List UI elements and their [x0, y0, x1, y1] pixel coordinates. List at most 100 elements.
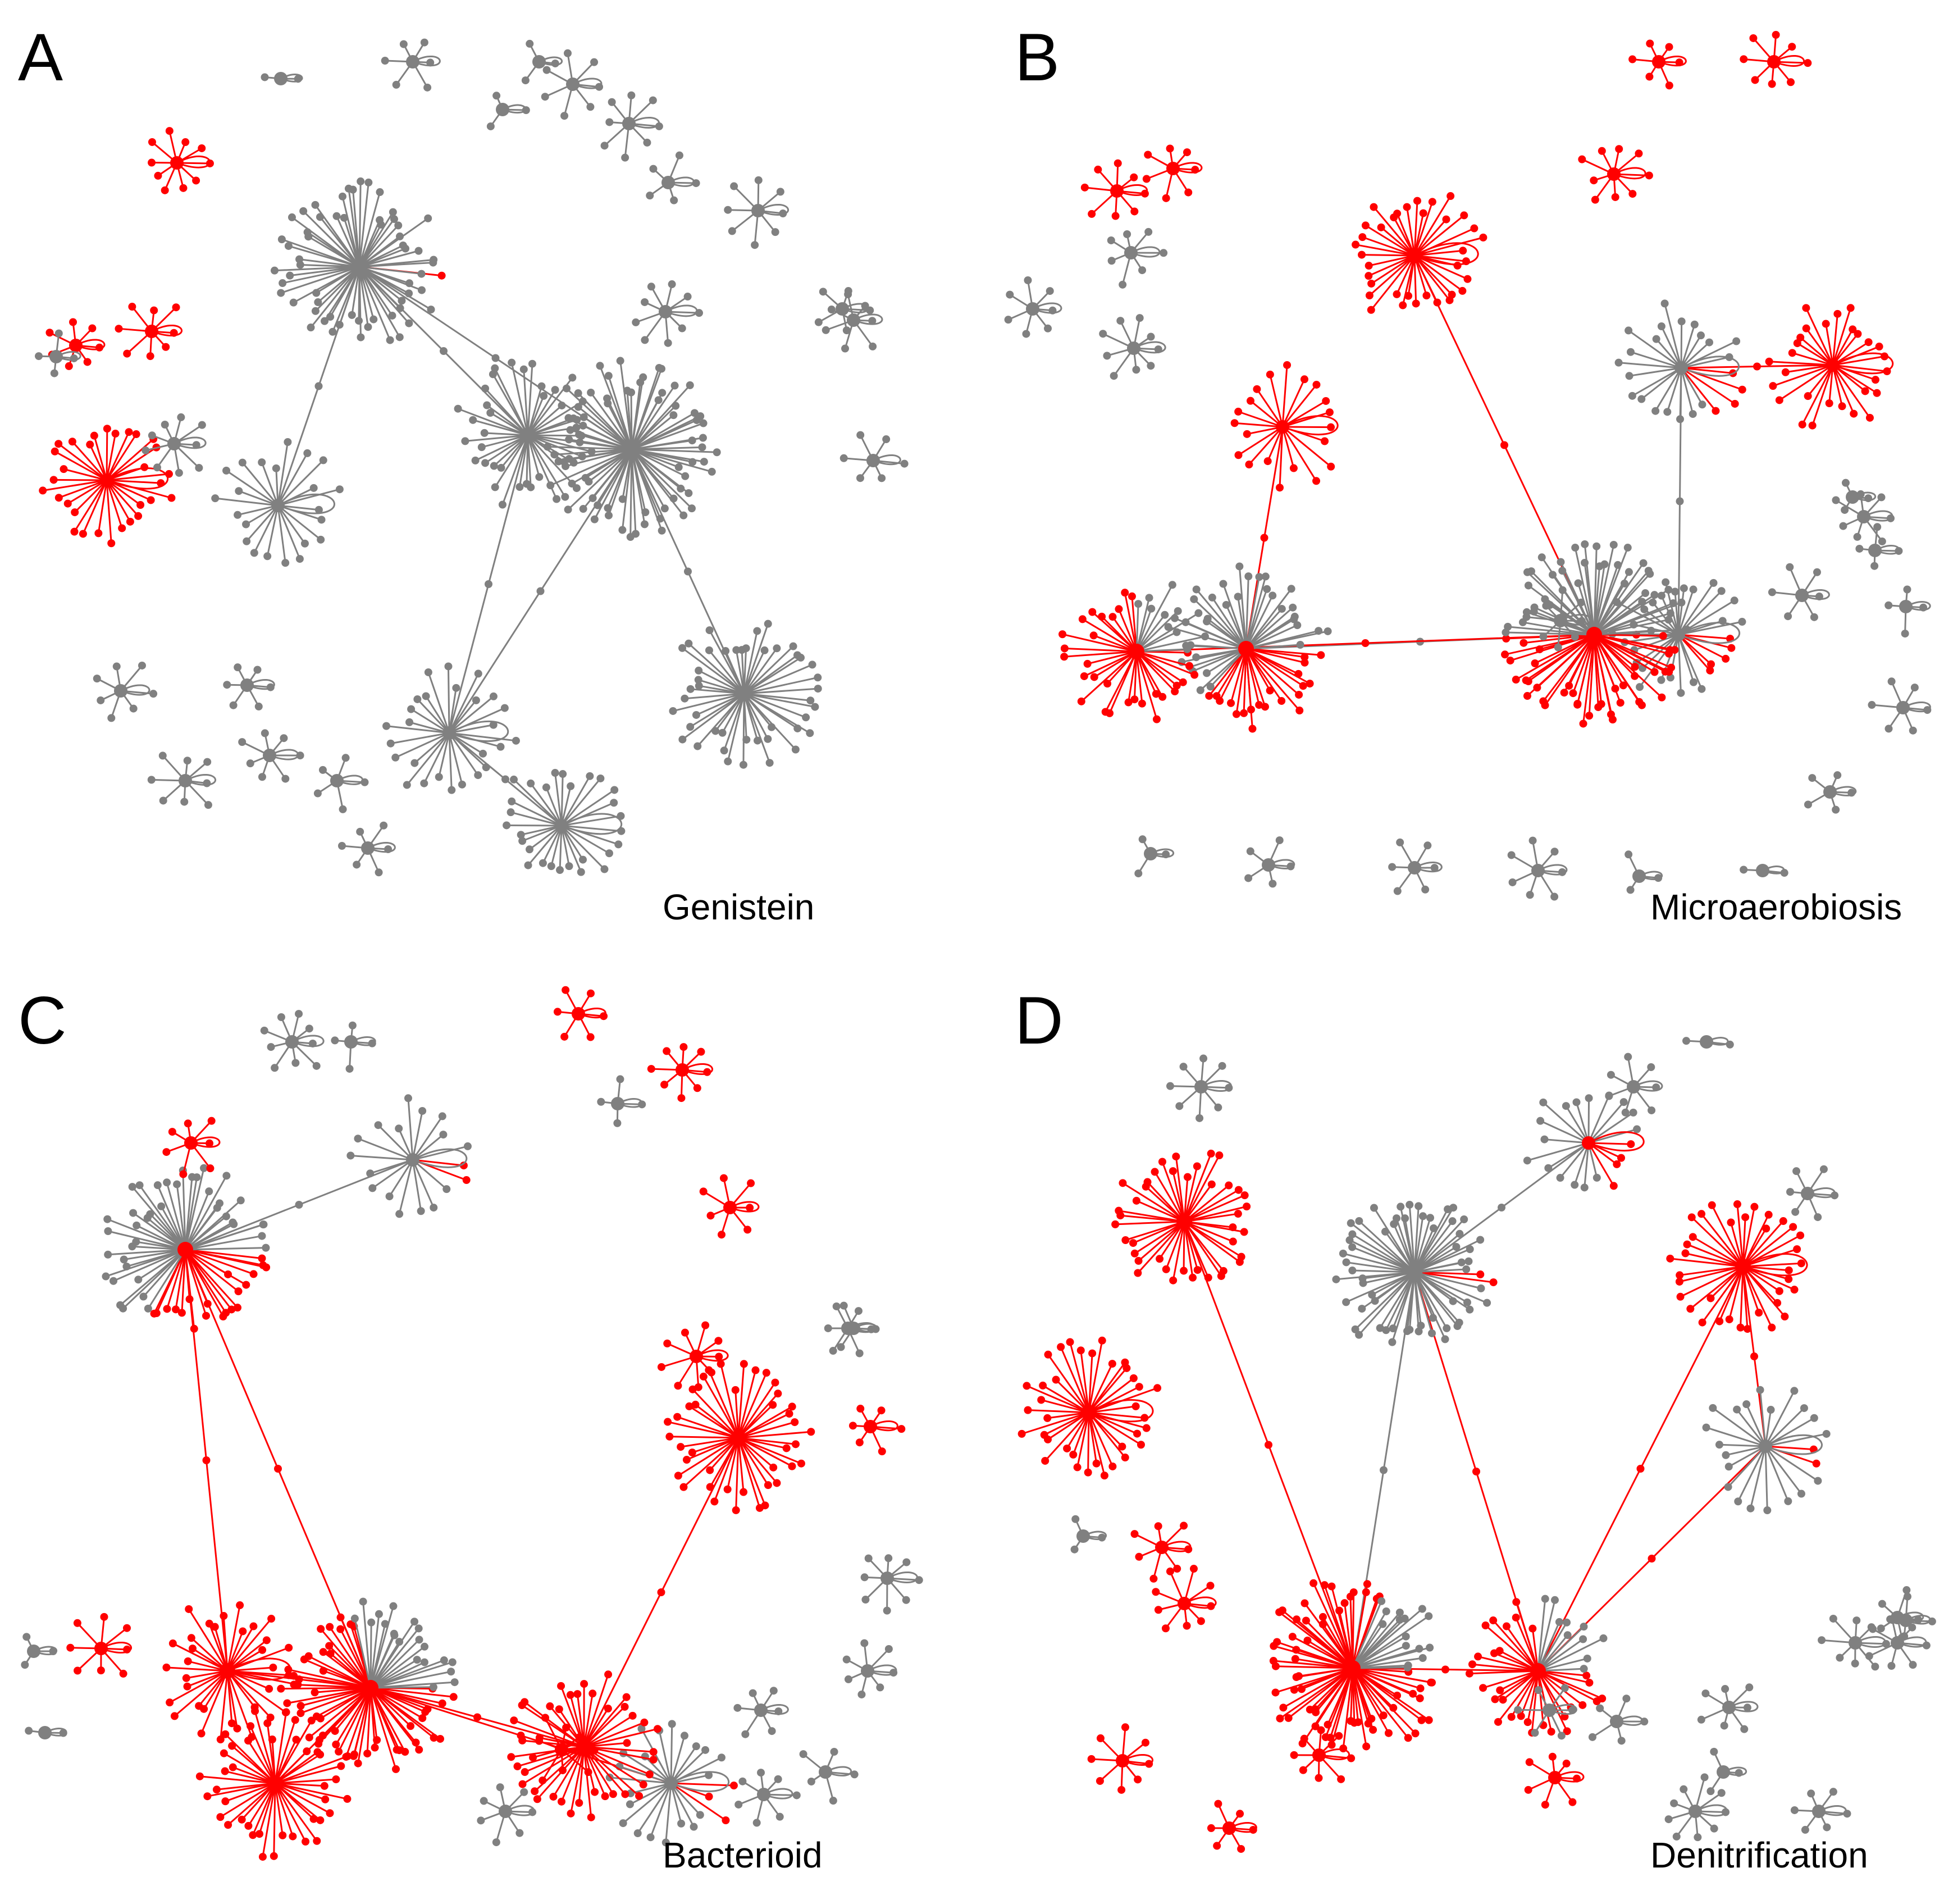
self-loop: [665, 304, 698, 317]
leaf-node: [1406, 1200, 1414, 1209]
hub-node: [864, 1420, 877, 1433]
leaf-node: [1299, 682, 1307, 690]
leaf-node: [1573, 699, 1582, 708]
edge: [1742, 1248, 1797, 1268]
leaf-node: [1147, 332, 1155, 341]
hub-node: [1846, 490, 1859, 504]
leaf-node: [1416, 1684, 1425, 1693]
leaf-node: [1775, 396, 1783, 404]
hub-cluster: [1352, 192, 1487, 314]
leaf-node: [864, 1554, 873, 1563]
leaf-node: [1318, 1620, 1327, 1628]
leaf-node: [1365, 272, 1373, 280]
leaf-node: [675, 151, 683, 160]
edge: [1183, 1221, 1194, 1278]
leaf-node: [764, 620, 772, 628]
leaf-node: [1804, 392, 1812, 400]
edge: [275, 1755, 348, 1784]
edge: [1537, 1657, 1588, 1672]
edge: [735, 1437, 740, 1510]
leaf-node: [590, 515, 599, 523]
leaf-node: [1698, 685, 1706, 693]
edge: [1295, 1619, 1353, 1669]
leaf-node: [601, 1792, 609, 1801]
edge: [683, 1437, 740, 1488]
leaf-node: [1648, 1106, 1656, 1114]
edge: [1832, 365, 1855, 414]
edge: [412, 1159, 448, 1190]
leaf-node: [764, 735, 772, 743]
leaf-node: [142, 446, 150, 454]
leaf-node: [1709, 1404, 1717, 1412]
leaf-node: [733, 1703, 742, 1712]
leaf-node: [526, 845, 534, 854]
leaf-node: [326, 1809, 334, 1818]
edge: [1408, 1204, 1416, 1273]
leaf-node: [398, 297, 406, 305]
leaf-node: [1111, 1220, 1120, 1228]
edge: [1245, 624, 1298, 650]
edge: [216, 1782, 276, 1791]
leaf-node: [414, 247, 423, 255]
leaf-node: [1318, 1613, 1327, 1621]
leaf-node: [1556, 1174, 1564, 1182]
edge: [1352, 1645, 1407, 1669]
leaf-node: [754, 176, 763, 184]
leaf-node: [1342, 1258, 1350, 1267]
leaf-node: [354, 1135, 362, 1143]
hub-node: [751, 204, 765, 217]
leaf-node: [1066, 1338, 1074, 1346]
hub-node: [1652, 55, 1665, 69]
leaf-node: [1459, 247, 1467, 255]
edge: [1576, 1102, 1590, 1144]
leaf-node: [182, 1674, 190, 1682]
edge: [1811, 365, 1834, 426]
hub-node: [1674, 361, 1688, 375]
edge: [1413, 1272, 1448, 1329]
leaf-node: [1551, 1596, 1559, 1604]
leaf-node: [45, 329, 54, 337]
edge: [1618, 362, 1682, 369]
leaf-node: [824, 1324, 832, 1332]
edge: [561, 825, 622, 832]
leaf-node: [1023, 1382, 1031, 1390]
edge: [511, 1746, 585, 1758]
edge: [358, 266, 369, 327]
leaf-node: [1646, 570, 1654, 578]
leaf-node: [1183, 1621, 1191, 1630]
leaf-node: [1884, 725, 1893, 733]
leaf-node: [1300, 1734, 1308, 1743]
leaf-node: [1804, 59, 1812, 67]
edge: [1832, 364, 1866, 392]
leaf-node: [546, 1702, 554, 1710]
edge: [1413, 218, 1447, 256]
leaf-node: [1841, 479, 1850, 487]
leaf-node: [661, 1838, 670, 1847]
leaf-node: [161, 421, 169, 429]
leaf-node: [103, 1215, 112, 1223]
leaf-node: [508, 358, 516, 367]
leaf-node: [728, 227, 736, 235]
edge: [1087, 650, 1137, 665]
edge: [1594, 634, 1666, 673]
leaf-node: [258, 458, 266, 467]
edge: [513, 778, 563, 827]
self-loop: [668, 176, 695, 187]
edge: [358, 182, 369, 267]
leaf-node: [316, 1816, 325, 1824]
edge: [688, 643, 745, 695]
small-cluster: [1804, 771, 1857, 814]
leaf-node: [677, 1094, 686, 1103]
leaf-node: [1276, 1714, 1284, 1723]
leaf-node: [1358, 1305, 1366, 1313]
edge: [1135, 610, 1179, 653]
edge: [737, 1404, 774, 1439]
edge: [369, 1687, 397, 1770]
edge: [1584, 544, 1595, 635]
edge: [1307, 1639, 1353, 1669]
leaf-node: [427, 306, 435, 314]
leaf-node: [584, 1768, 592, 1777]
self-loop: [1613, 167, 1646, 180]
leaf-node: [699, 434, 707, 442]
leaf-node: [587, 448, 596, 456]
